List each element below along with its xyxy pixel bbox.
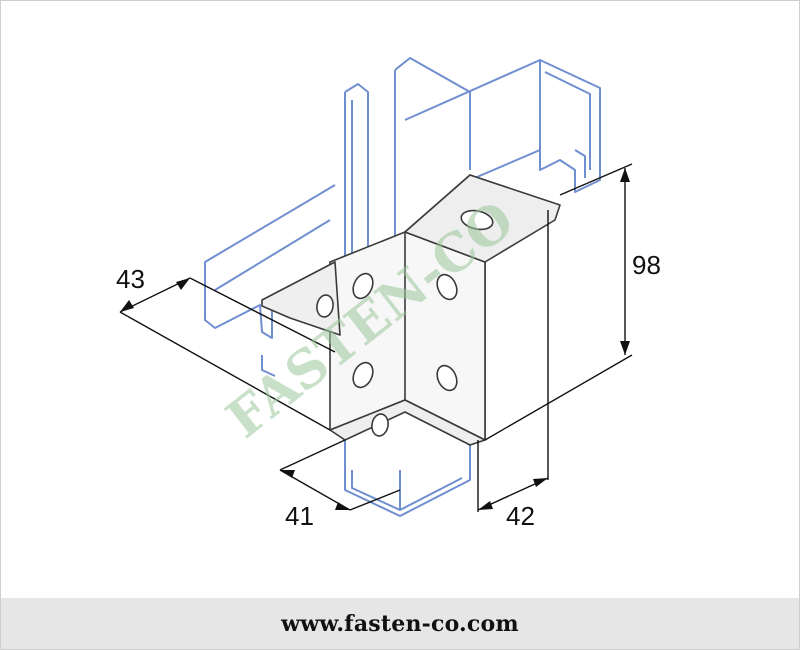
bracket-diagram: 98 43 41 42 FASTEN-CO [116, 57, 661, 531]
dimension-front-width-label: 41 [285, 501, 314, 531]
top-channel [404, 59, 601, 193]
footer-website-link[interactable]: www.fasten-co.com [281, 610, 519, 637]
bottom-channel [344, 420, 471, 517]
channel-outlines [204, 57, 601, 517]
dimension-length-label: 43 [116, 264, 145, 294]
dimension-right-width-label: 42 [506, 501, 535, 531]
bracket-holes [316, 209, 494, 437]
dimension-arrows [120, 168, 630, 510]
vertical-channel [344, 57, 471, 380]
dimension-height-label: 98 [632, 250, 661, 280]
bracket-left-flange [261, 261, 341, 336]
footer-bar: www.fasten-co.com [1, 598, 799, 649]
bracket [261, 174, 561, 446]
left-channel [204, 184, 336, 339]
